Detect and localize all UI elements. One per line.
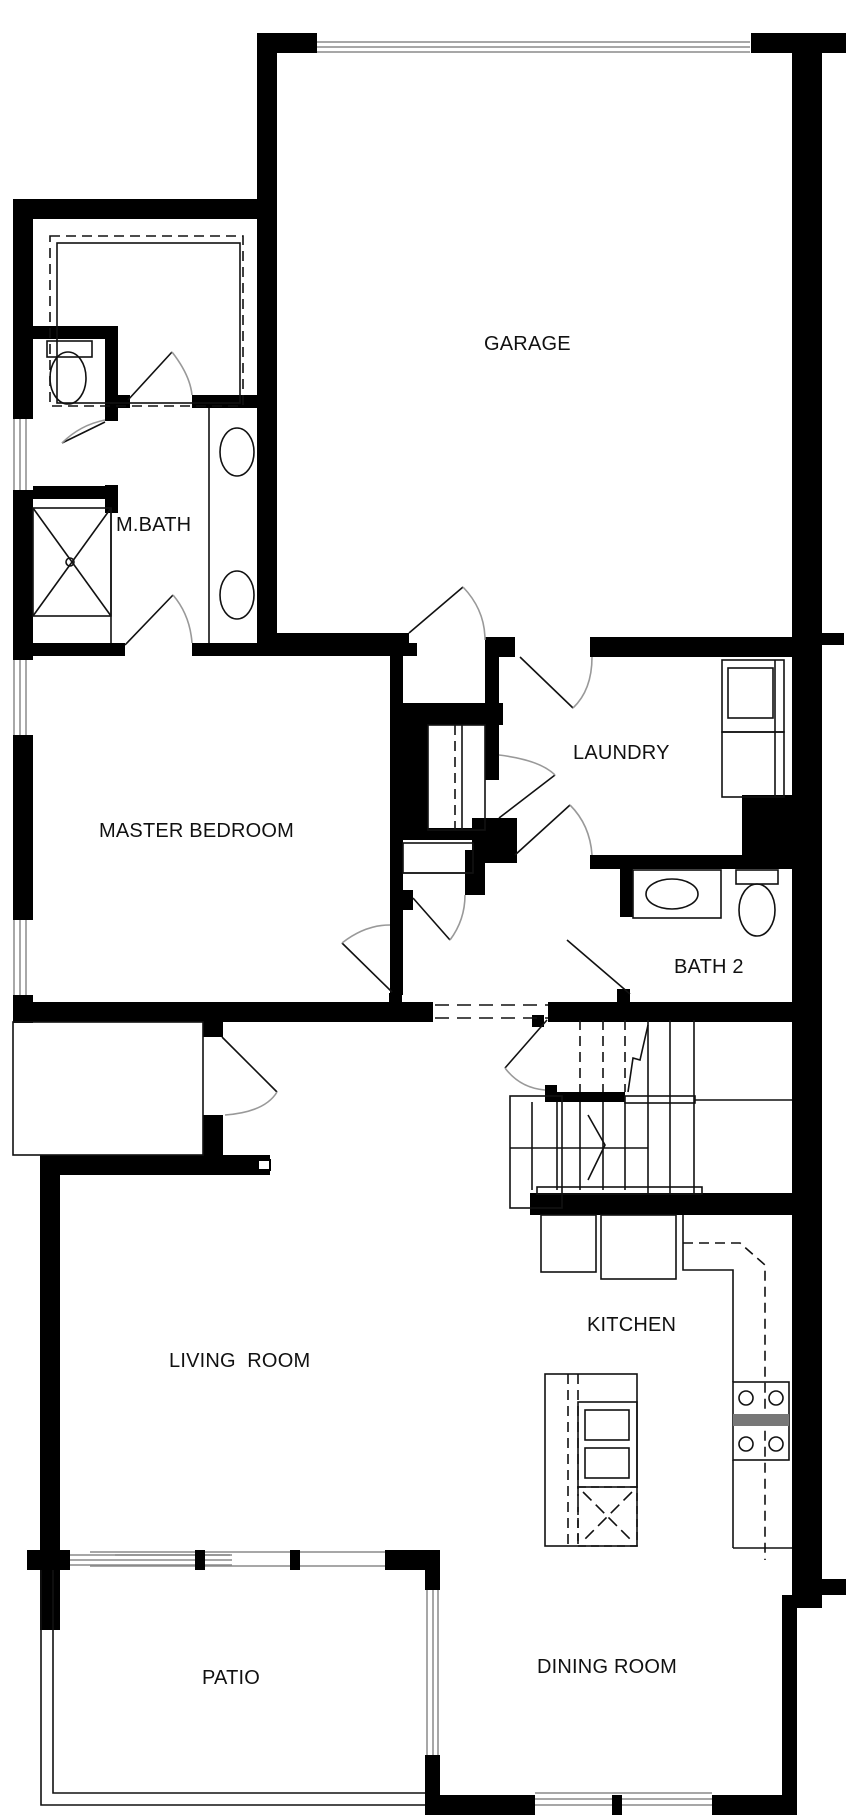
room-label-bath-2: BATH 2 [674, 956, 744, 978]
room-label-dining-room: DINING ROOM [537, 1656, 677, 1678]
walls [13, 33, 846, 1815]
room-label-patio: PATIO [202, 1667, 261, 1689]
room-label-garage: GARAGE [484, 333, 571, 355]
room-label-living-room: LIVING ROOM [169, 1350, 311, 1372]
room-label-laundry: LAUNDRY [573, 742, 670, 764]
room-label-kitchen: KITCHEN [587, 1314, 677, 1336]
fixtures [12, 235, 792, 1806]
room-label-master-bedroom: MASTER BEDROOM [99, 820, 295, 842]
room-label-m-bath: M.BATH [116, 514, 192, 536]
